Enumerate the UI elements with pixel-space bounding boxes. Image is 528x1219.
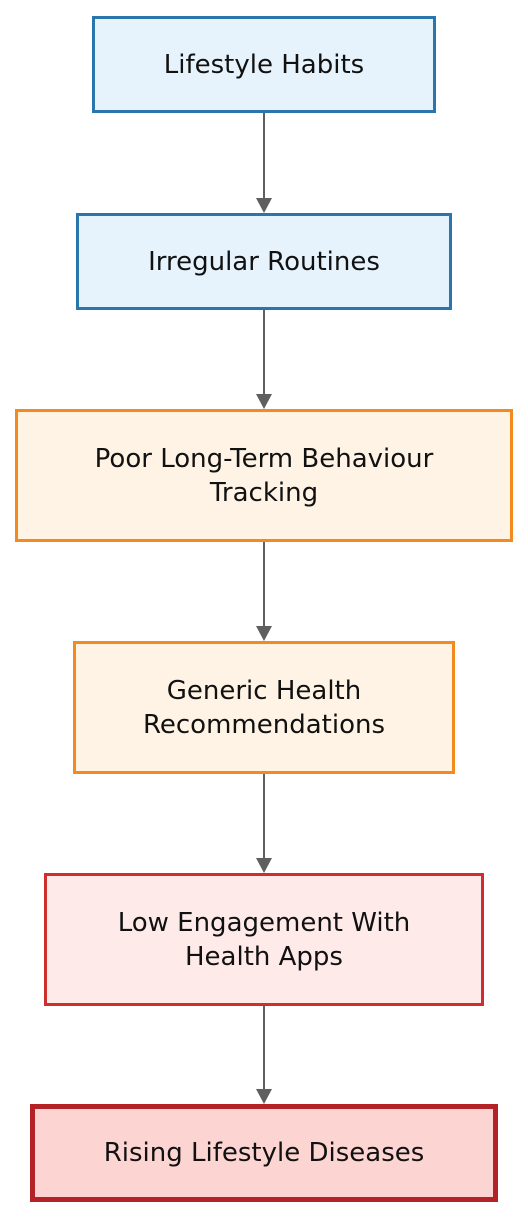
edge-n5-n6-arrowhead: [256, 1089, 272, 1104]
node-label: Poor Long-Term Behaviour Tracking: [94, 443, 434, 508]
node-label: Low Engagement With Health Apps: [117, 907, 411, 972]
edge-n2-n3-arrowhead: [256, 394, 272, 409]
node-irregular-routines: Irregular Routines: [76, 213, 452, 310]
node-low-engagement-with-health-apps: Low Engagement With Health Apps: [44, 873, 484, 1006]
node-label: Lifestyle Habits: [163, 49, 365, 80]
node-lifestyle-habits: Lifestyle Habits: [92, 16, 436, 113]
node-label: Generic Health Recommendations: [142, 675, 385, 740]
node-generic-health-recommendations: Generic Health Recommendations: [73, 641, 455, 774]
node-rising-lifestyle-diseases: Rising Lifestyle Diseases: [30, 1104, 498, 1202]
node-label: Irregular Routines: [148, 246, 380, 277]
node-label: Rising Lifestyle Diseases: [103, 1138, 425, 1168]
edge-n1-n2-arrowhead: [256, 198, 272, 213]
edge-n4-n5-arrowhead: [256, 858, 272, 873]
edge-n3-n4-arrowhead: [256, 626, 272, 641]
node-poor-long-term-behaviour-tracking: Poor Long-Term Behaviour Tracking: [15, 409, 513, 542]
